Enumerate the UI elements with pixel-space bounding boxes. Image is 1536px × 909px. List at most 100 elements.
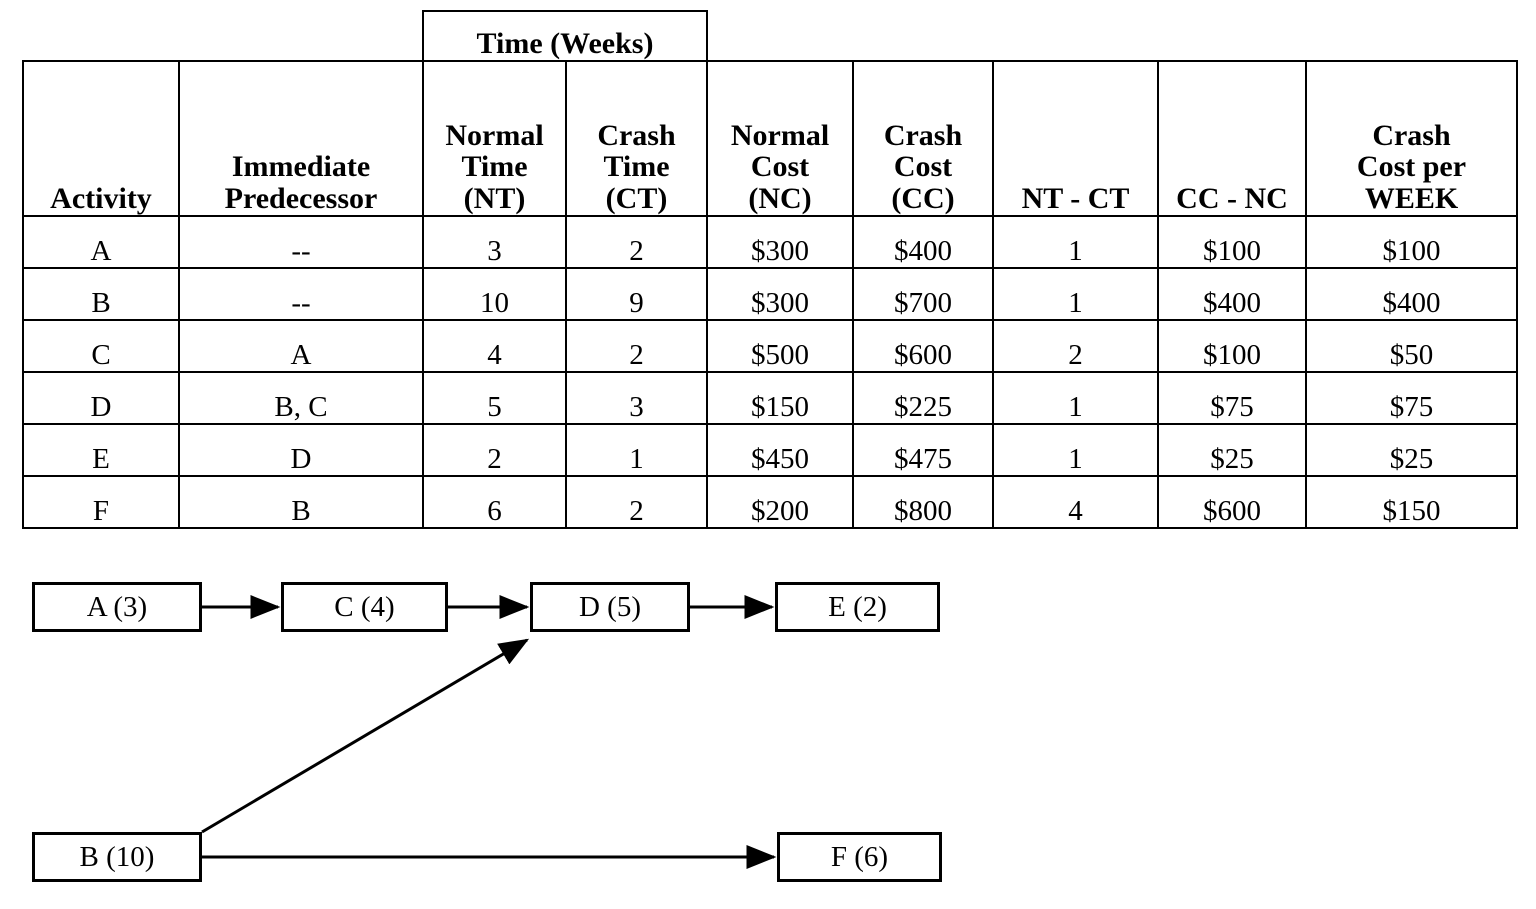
cell-activity: B (22, 267, 180, 321)
cell-nt-minus-ct: 1 (992, 215, 1159, 269)
table-row: F B 6 2 $200 $800 4 $600 $150 (22, 475, 1518, 529)
header-line: Crash (883, 118, 963, 152)
column-header-predecessor: Immediate Predecessor (178, 60, 424, 217)
spacer-cell-ccnc (1158, 11, 1306, 61)
cell-crash-cost: $700 (852, 267, 994, 321)
diagram-node-d[interactable]: D (5) (530, 582, 690, 632)
cell-crash-cost: $800 (852, 475, 994, 529)
diagram-node-c[interactable]: C (4) (281, 582, 448, 632)
table-row: A -- 3 2 $300 $400 1 $100 $100 (22, 215, 1518, 269)
column-header-crash-cost: Crash Cost (CC) (852, 60, 994, 217)
cell-normal-cost: $200 (706, 475, 854, 529)
column-header-normal-time: Normal Time (NT) (422, 60, 567, 217)
diagram-node-f[interactable]: F (6) (777, 832, 942, 882)
column-header-nt-minus-ct: NT - CT (992, 60, 1159, 217)
cell-cc-minus-nc: $600 (1157, 475, 1307, 529)
cell-crash-time: 2 (565, 319, 708, 373)
header-line: Normal (730, 118, 830, 152)
diagram-edges (201, 595, 777, 869)
node-label: A (3) (86, 590, 148, 623)
group-header-time-weeks: Time (Weeks) (422, 10, 708, 62)
diagram-node-e[interactable]: E (2) (775, 582, 940, 632)
cell-normal-cost: $500 (706, 319, 854, 373)
cell-crash-cost-per-week: $150 (1305, 475, 1518, 529)
cell-crash-cost: $475 (852, 423, 994, 477)
cell-normal-cost: $150 (706, 371, 854, 425)
node-label: C (4) (334, 590, 395, 623)
edge-b-to-d (201, 638, 530, 834)
cell-activity: C (22, 319, 180, 373)
cell-normal-cost: $300 (706, 267, 854, 321)
cell-nt-minus-ct: 1 (992, 267, 1159, 321)
cell-crash-time: 1 (565, 423, 708, 477)
cell-crash-cost-per-week: $75 (1305, 371, 1518, 425)
column-header-crash-cost-per-week: Crash Cost per WEEK (1305, 60, 1518, 217)
cell-normal-cost: $450 (706, 423, 854, 477)
table-row: D B, C 5 3 $150 $225 1 $75 $75 (22, 371, 1518, 425)
cell-crash-time: 3 (565, 371, 708, 425)
cell-nt-minus-ct: 4 (992, 475, 1159, 529)
cell-crash-cost-per-week: $50 (1305, 319, 1518, 373)
table-group-header-row: Time (Weeks) (23, 10, 1517, 62)
header-line: Cost (893, 150, 953, 184)
header-line: Immediate (231, 150, 371, 184)
cell-crash-time: 2 (565, 215, 708, 269)
header-line: Normal (445, 118, 544, 152)
cell-crash-cost: $600 (852, 319, 994, 373)
cell-predecessor: -- (178, 267, 424, 321)
column-header-crash-time: Crash Time (CT) (565, 60, 708, 217)
cell-crash-cost-per-week: $100 (1305, 215, 1518, 269)
column-header-cc-minus-nc: CC - NC (1157, 60, 1307, 217)
crash-cost-table: Time (Weeks) Activity Immediate Predeces… (22, 10, 1518, 529)
cell-normal-time: 2 (422, 423, 567, 477)
node-label: B (10) (79, 840, 155, 873)
cell-normal-time: 4 (422, 319, 567, 373)
cell-nt-minus-ct: 2 (992, 319, 1159, 373)
node-label: F (6) (830, 840, 889, 873)
cell-activity: D (22, 371, 180, 425)
cell-cc-minus-nc: $25 (1157, 423, 1307, 477)
spacer-cell-nc (707, 11, 853, 61)
cell-crash-time: 2 (565, 475, 708, 529)
crash-table-container: Time (Weeks) Activity Immediate Predeces… (22, 10, 1518, 529)
node-label: D (5) (578, 590, 641, 623)
table-row: E D 2 1 $450 $475 1 $25 $25 (22, 423, 1518, 477)
cell-nt-minus-ct: 1 (992, 371, 1159, 425)
header-line: Time (603, 150, 670, 184)
header-line: (NC) (748, 182, 812, 216)
header-line: CC - NC (1176, 182, 1288, 216)
cell-normal-time: 5 (422, 371, 567, 425)
cell-cc-minus-nc: $400 (1157, 267, 1307, 321)
header-line: WEEK (1364, 182, 1459, 216)
network-diagram: A (3) C (4) D (5) E (2) B (10) F (6) (0, 560, 1000, 909)
spacer-cell-activity (23, 11, 179, 61)
cell-activity: A (22, 215, 180, 269)
header-line: Time (461, 150, 528, 184)
header-line: Crash (1372, 118, 1451, 152)
diagram-node-b[interactable]: B (10) (32, 832, 202, 882)
cell-crash-cost-per-week: $400 (1305, 267, 1518, 321)
spacer-cell-predecessor (179, 11, 423, 61)
cell-cc-minus-nc: $75 (1157, 371, 1307, 425)
table-header-row: Activity Immediate Predecessor Normal Ti… (22, 60, 1518, 217)
cell-normal-time: 3 (422, 215, 567, 269)
header-line: Activity (50, 182, 152, 216)
cell-activity: F (22, 475, 180, 529)
node-label: E (2) (828, 590, 887, 623)
header-line: Crash (597, 118, 676, 152)
spacer-cell-cc (853, 11, 993, 61)
cell-crash-cost-per-week: $25 (1305, 423, 1518, 477)
cell-crash-time: 9 (565, 267, 708, 321)
header-line: (NT) (463, 182, 526, 216)
header-line: (CT) (605, 182, 668, 216)
column-header-normal-cost: Normal Cost (NC) (706, 60, 854, 217)
table-row: B -- 10 9 $300 $700 1 $400 $400 (22, 267, 1518, 321)
diagram-node-a[interactable]: A (3) (32, 582, 202, 632)
cell-normal-time: 10 (422, 267, 567, 321)
column-header-activity: Activity (22, 60, 180, 217)
header-line: Cost per (1356, 150, 1467, 184)
table-row: C A 4 2 $500 $600 2 $100 $50 (22, 319, 1518, 373)
cell-predecessor: -- (178, 215, 424, 269)
cell-crash-cost: $400 (852, 215, 994, 269)
cell-predecessor: B, C (178, 371, 424, 425)
